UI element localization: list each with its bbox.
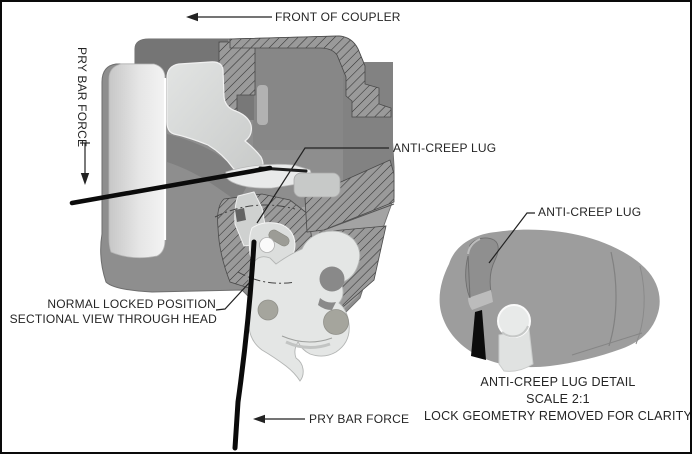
pry-bar-force-left-label: PRY BAR FORCE <box>75 47 89 147</box>
lifter-pin-right <box>323 309 349 335</box>
annotations: FRONT OF COUPLER PRY BAR FORCE ANTI-CREE… <box>10 10 497 426</box>
rotation-arc-lower <box>237 271 296 284</box>
lifter-smile-line <box>281 335 333 343</box>
detail-caption-line2: SCALE 2:1 <box>526 392 590 406</box>
normal-locked-label-line1: NORMAL LOCKED POSITION <box>47 297 216 311</box>
hook-opening-gap <box>318 298 336 310</box>
detail-caption-line3: LOCK GEOMETRY REMOVED FOR CLARITY <box>424 409 692 423</box>
normal-locked-leader <box>215 282 250 311</box>
detail-crease-2 <box>635 265 645 345</box>
pry-bar-force-left-arrowhead <box>80 173 90 185</box>
lug-left-shadow <box>467 253 471 299</box>
wedge-under-edge <box>323 203 395 231</box>
normal-locked-label-line2: SECTIONAL VIEW THROUGH HEAD <box>10 312 218 326</box>
anti-creep-lug-detail-shape <box>465 237 499 303</box>
pry-bar-force-bottom-label: PRY BAR FORCE <box>309 412 409 426</box>
detail-facet-edge <box>571 332 643 356</box>
pry-bar-lower <box>232 239 257 451</box>
pry-bar-upper <box>69 165 273 206</box>
hatch-band-top-right <box>229 35 392 118</box>
detail-lug-leader <box>488 212 535 264</box>
anti-creep-lug-leader <box>256 147 389 224</box>
link-hole <box>259 237 275 253</box>
link-pin <box>268 229 290 247</box>
hatch-wedge-right <box>304 159 395 233</box>
front-of-coupler-label: FRONT OF COUPLER <box>275 10 401 24</box>
detail-lock-arm <box>498 328 534 372</box>
anti-creep-lug-notch <box>235 208 246 222</box>
lifter-smile-highlight <box>285 340 331 349</box>
main-section-view <box>69 35 395 451</box>
pocket-shadow <box>167 134 246 202</box>
lug-bottom-facet <box>468 290 493 310</box>
detail-lug-label: ANTI-CREEP LUG <box>538 205 641 219</box>
lifter-pin-left <box>257 299 279 321</box>
knuckle <box>108 63 166 259</box>
detail-knob-shade <box>501 325 529 338</box>
anti-creep-lug-detail-view: ANTI-CREEP LUG ANTI-CREEP LUG DETAIL SCA… <box>424 205 692 423</box>
detail-blob <box>439 229 660 368</box>
pry-bar-force-bottom-arrowhead <box>253 414 265 424</box>
detail-caption-line1: ANTI-CREEP LUG DETAIL <box>480 375 635 389</box>
lock-gap-wedge <box>471 310 486 360</box>
side-tab <box>293 172 341 198</box>
lock-face <box>166 61 264 175</box>
detail-crease-1 <box>608 251 617 347</box>
recess-pillar-highlight <box>257 85 268 125</box>
anti-creep-lug-label: ANTI-CREEP LUG <box>393 141 496 155</box>
front-of-coupler-arrowhead <box>186 12 198 22</box>
hook-opening <box>319 266 345 292</box>
